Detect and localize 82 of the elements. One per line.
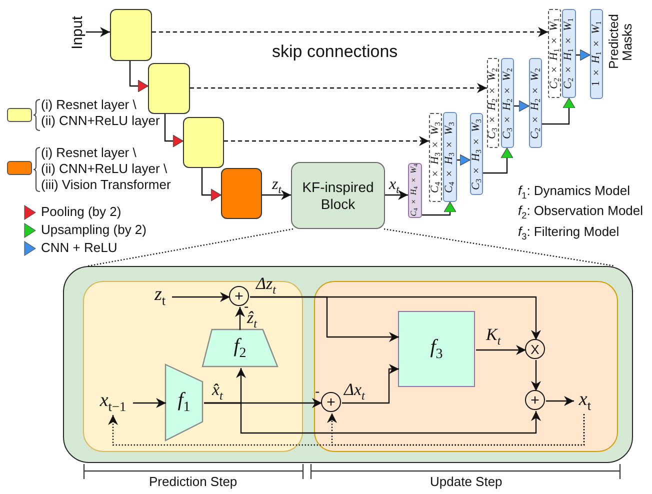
pooling-arrow — [129, 61, 148, 92]
sum-junction — [525, 390, 545, 410]
upsampling-arrow — [422, 202, 456, 216]
feature-map-box — [501, 58, 514, 148]
sign-label: - — [315, 384, 320, 400]
update-panel — [314, 280, 618, 452]
arrow — [235, 307, 245, 330]
arrow — [476, 345, 526, 355]
product-junction — [525, 339, 545, 359]
function-label: f$_{3}$ — [430, 336, 443, 362]
edge-label: ẑ$_{t}$ — [247, 309, 257, 330]
arrow — [546, 396, 574, 406]
arrow — [531, 360, 541, 391]
process-box — [291, 162, 385, 229]
function-label: f$_{2}$ — [234, 334, 246, 362]
feature-map-box — [470, 113, 483, 195]
arrow — [86, 27, 110, 37]
pooling-arrow — [164, 114, 184, 148]
feedback-arrow — [327, 413, 585, 446]
encoder-block — [221, 168, 262, 219]
function-label: f$_{1}$ — [178, 389, 190, 416]
zoom-guide-line — [88, 228, 294, 267]
skip-feature-box — [429, 113, 442, 202]
block-label: KF-inspired Block — [301, 178, 375, 212]
dynamics-model-block — [165, 364, 203, 441]
skip-connection-arrow — [152, 27, 548, 37]
skip-feature-box — [548, 9, 561, 98]
encoder-block — [183, 117, 224, 168]
edge-label: x$_{t}$ — [389, 176, 400, 196]
input-label: Input — [70, 16, 84, 50]
step-label: Update Step — [430, 475, 502, 490]
feature-map-box — [529, 58, 542, 148]
operator-symbol: X — [530, 342, 540, 356]
legend-note: f$_{2}$: Observation Model — [518, 204, 644, 221]
cnn-relu-arrow — [576, 49, 590, 61]
operator-symbol: + — [234, 288, 244, 304]
legend-label: Pooling (by 2) — [41, 204, 122, 220]
arrow — [342, 364, 399, 404]
feature-map-box — [562, 9, 576, 98]
operator-symbol: + — [530, 392, 540, 408]
skip-connection-arrow — [190, 83, 487, 93]
cnn-relu-arrow — [514, 100, 530, 112]
legend-note: f$_{1}$: Dynamics Model — [518, 184, 630, 201]
operator-symbol: + — [326, 394, 336, 410]
encoder-block — [148, 63, 190, 114]
arrow — [385, 190, 408, 200]
variable-label: x$_{t}$ — [578, 388, 592, 414]
encoder-block — [110, 9, 152, 61]
arrow — [250, 296, 541, 340]
skip-feature-box — [487, 58, 499, 148]
title-label: skip connections — [272, 43, 398, 62]
legend-label: CNN + ReLU — [41, 240, 118, 256]
edge-label: K$_{t}$ — [486, 326, 501, 348]
expanded-block-panel — [63, 266, 633, 463]
arrow — [262, 190, 291, 200]
variable-label: x$_{t−1}$ — [100, 390, 126, 414]
edge-label: z$_{t}$ — [272, 176, 282, 196]
arrow — [172, 292, 230, 302]
skip-connection-arrow — [224, 136, 429, 146]
feature-map-box — [443, 112, 457, 202]
step-label: Prediction Step — [149, 475, 238, 490]
sign-label: - — [244, 299, 249, 314]
filtering-model-box — [398, 311, 475, 387]
upsampling-arrow — [542, 98, 576, 125]
edge-label: x̂$_{t}$ — [212, 381, 223, 402]
legend-note: f$_{3}$: Filtering Model — [518, 225, 620, 242]
arrow — [204, 402, 541, 434]
upsampling-arrow — [483, 148, 514, 174]
arrow — [133, 398, 166, 408]
legend-label: (i) Resnet layer \ (ii) CNN+ReLU layer \ (iii) Vision Transformer — [41, 145, 171, 193]
legend-label: (i) Resnet layer \ (ii) CNN+ReLU layer — [41, 97, 160, 129]
edge-label: Δx$_{t}$ — [344, 381, 365, 402]
cnn-relu-arrow — [457, 154, 470, 166]
variable-label: z$_{t}$ — [154, 284, 166, 308]
sum-junction — [321, 392, 341, 412]
pooling-arrow — [201, 168, 222, 202]
legend-label: Upsampling (by 2) — [41, 222, 146, 238]
observation-model-block — [202, 329, 278, 367]
caption-label: Predicted Masks — [607, 14, 634, 72]
sum-junction — [229, 286, 249, 306]
edge-label: Δz$_{t}$ — [256, 275, 276, 296]
zoom-guide-line — [384, 228, 616, 267]
